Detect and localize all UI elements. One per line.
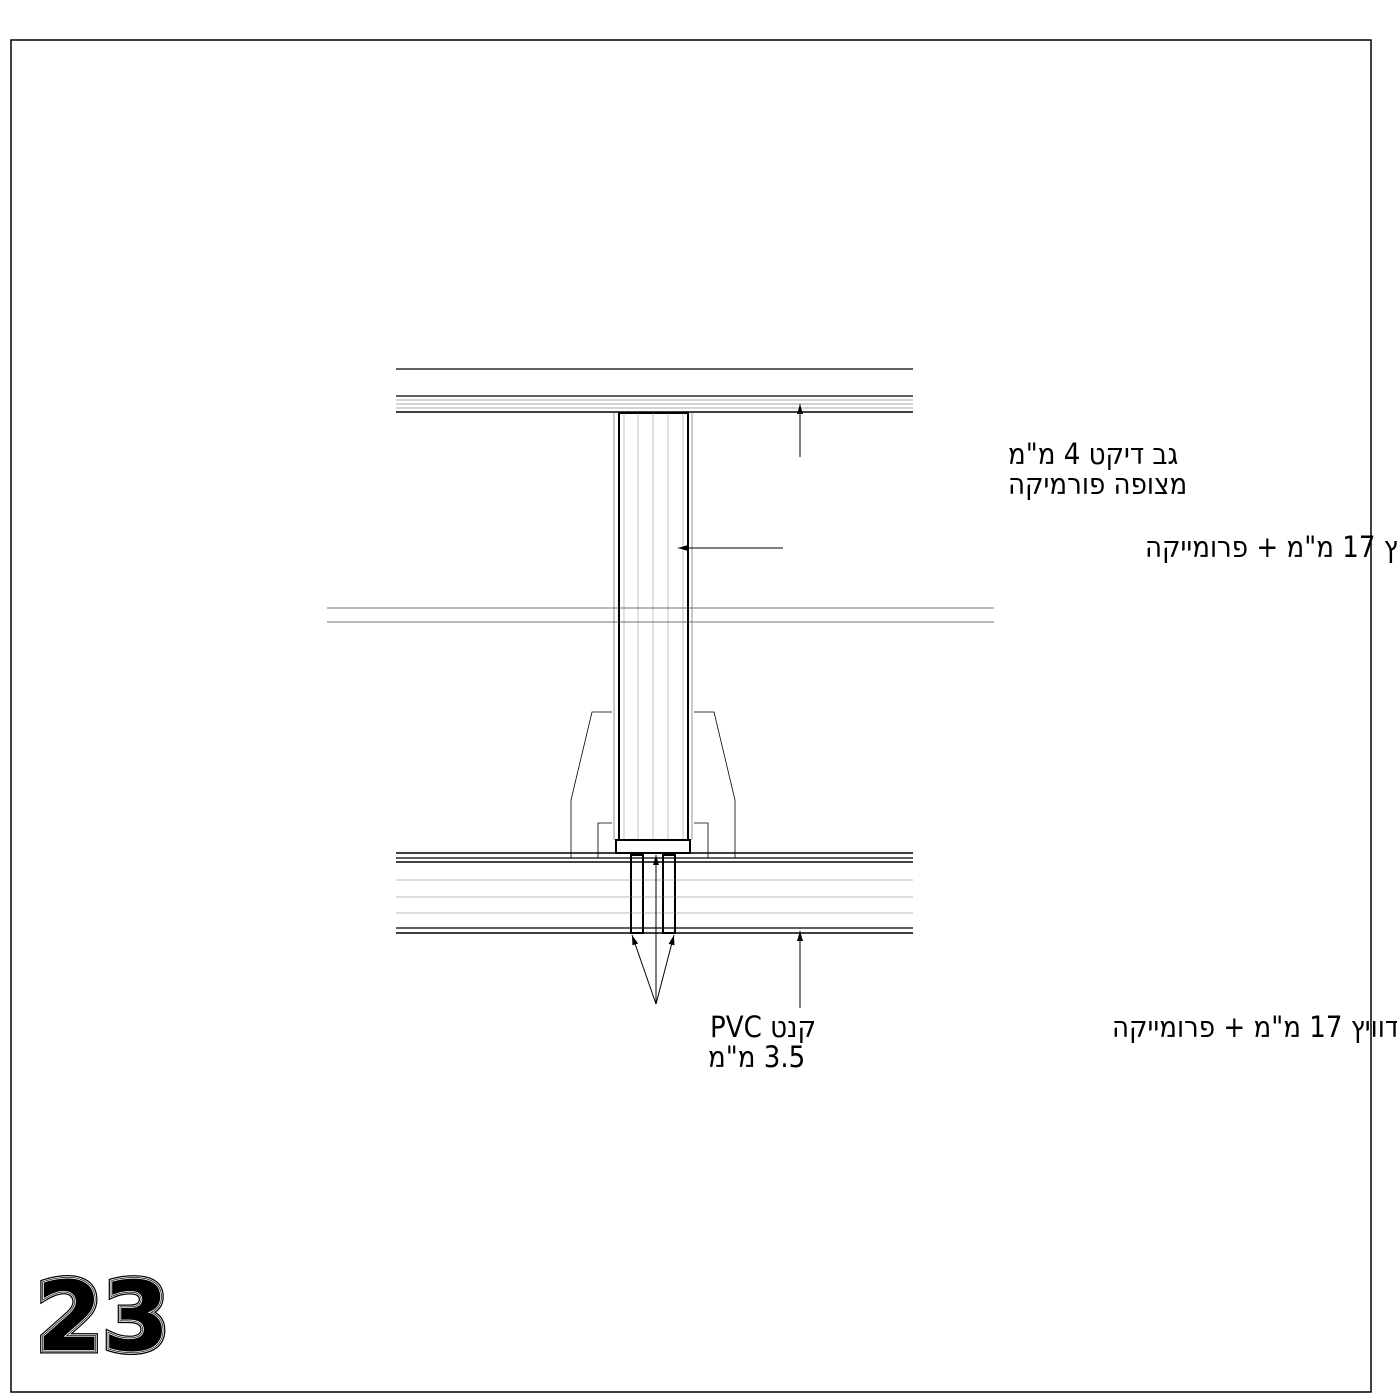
- label-edge-band-line1: קנט PVC: [710, 1010, 816, 1044]
- leader-edge-band-1: [631, 934, 657, 1005]
- connector-brackets: [570, 711, 736, 858]
- sheet-border: [10, 39, 1372, 1393]
- svg-text:23: 23: [36, 1261, 170, 1373]
- svg-text:23: 23: [36, 1261, 170, 1373]
- svg-text:23: 23: [36, 1261, 170, 1373]
- detail-number: 23 23 23 23 23: [33, 1258, 174, 1377]
- label-edge-band-line2: 3.5 מ"מ: [708, 1040, 805, 1074]
- label-top-panel-line1: גב דיקט 4 מ"מ: [1008, 437, 1178, 471]
- label-partition: סנדוויץ 17 מ"מ + פרומייקה: [1145, 530, 1397, 564]
- annotations: גב דיקט 4 מ"מ מצופה פורמיקה סנדוויץ 17 מ…: [708, 437, 1397, 1074]
- leader-lines: [631, 404, 803, 1008]
- svg-text:23: 23: [36, 1261, 170, 1373]
- vertical-partition: [613, 412, 693, 841]
- label-top-panel-line2: מצופה פורמיקה: [1008, 467, 1187, 501]
- leader-edge-band-3: [655, 934, 675, 1005]
- top-panel: [396, 368, 913, 413]
- bottom-panel: [396, 852, 913, 934]
- label-bottom-panel: סנדוויץ 17 מ"מ + פרומייקה: [1112, 1010, 1397, 1044]
- section-break-lines: [327, 607, 994, 623]
- svg-text:23: 23: [36, 1261, 170, 1373]
- pvc-edge-band: [615, 839, 691, 934]
